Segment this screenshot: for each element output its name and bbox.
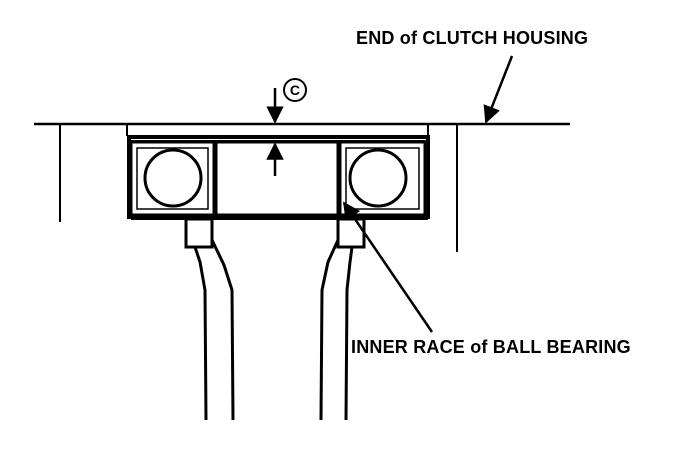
bearing-inner-race	[213, 140, 341, 217]
left-ball-pocket	[129, 140, 216, 217]
shaft-right	[319, 217, 366, 421]
right-ball-pocket	[338, 140, 427, 217]
right-ball	[348, 148, 408, 208]
clearance-c-marker: C	[283, 78, 307, 102]
housing-leader-arrow	[483, 55, 514, 124]
shaft-left	[184, 217, 235, 421]
left-ball	[143, 148, 203, 208]
end-of-clutch-housing-label: END of CLUTCH HOUSING	[356, 28, 589, 48]
inner-race-leader-arrow	[342, 201, 434, 333]
inner-race-label: INNER RACE of BALL BEARING	[351, 337, 631, 357]
